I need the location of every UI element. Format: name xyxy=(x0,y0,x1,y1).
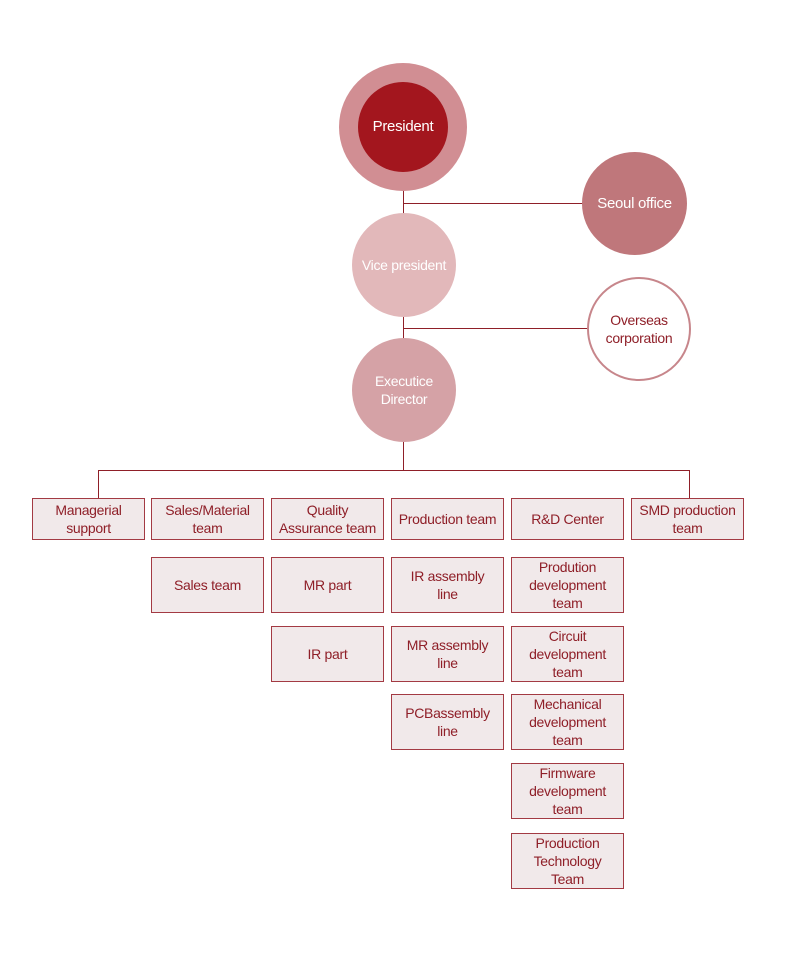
president-inner-circle: President xyxy=(358,82,448,172)
seoul-office-label: Seoul office xyxy=(597,194,672,212)
connector-president-director xyxy=(403,170,404,470)
sub-unit-circuit-development: Circuit development team xyxy=(511,626,624,682)
overseas-corporation-label: Overseas corporation xyxy=(605,312,673,346)
sub-unit-label: Prodution development team xyxy=(529,559,606,611)
sub-unit-prodution-development: Prodution development team xyxy=(511,557,624,613)
sub-unit-label: Sales team xyxy=(173,577,242,593)
sub-unit-mr-assembly-line: MR assembly line xyxy=(391,626,504,682)
sub-unit-production-technology: Production Technology Team xyxy=(511,833,624,889)
dept-quality-assurance: Quality Assurance team xyxy=(271,498,384,540)
dept-sales-material: Sales/Material team xyxy=(151,498,264,540)
connector-dept-6 xyxy=(689,470,690,498)
sub-unit-firmware-development: Firmware development team xyxy=(511,763,624,819)
dept-label: SMD production team xyxy=(639,502,736,536)
president-label: President xyxy=(372,118,434,135)
executive-director-label: Executice Director xyxy=(375,373,433,407)
sub-unit-label: Circuit development team xyxy=(529,628,606,680)
president-node: President xyxy=(339,63,467,191)
dept-label: Managerial support xyxy=(55,502,122,536)
seoul-office-node: Seoul office xyxy=(582,152,687,255)
sub-unit-pcb-assembly-line: PCBassembly line xyxy=(391,694,504,750)
vice-president-label: Vice president xyxy=(361,257,447,273)
sub-unit-label: PCBassembly line xyxy=(405,705,490,739)
sub-unit-label: Production Technology Team xyxy=(533,835,602,887)
connector-dept-1 xyxy=(98,470,99,498)
dept-label: R&D Center xyxy=(531,511,604,527)
sub-unit-ir-assembly-line: IR assembly line xyxy=(391,557,504,613)
sub-unit-ir-part: IR part xyxy=(271,626,384,682)
sub-unit-label: IR part xyxy=(307,646,348,662)
sub-unit-sales-team: Sales team xyxy=(151,557,264,613)
dept-production: Production team xyxy=(391,498,504,540)
sub-unit-label: MR part xyxy=(303,577,352,593)
sub-unit-label: Firmware development team xyxy=(529,765,606,817)
sub-unit-label: MR assembly line xyxy=(406,637,489,671)
vice-president-node: Vice president xyxy=(352,213,456,317)
connector-overseas xyxy=(403,328,593,329)
executive-director-node: Executice Director xyxy=(352,338,456,442)
sub-unit-mechanical-development: Mechanical development team xyxy=(511,694,624,750)
overseas-corporation-node: Overseas corporation xyxy=(587,277,691,381)
dept-label: Quality Assurance team xyxy=(279,502,376,536)
dept-smd-production: SMD production team xyxy=(631,498,744,540)
connector-seoul-office xyxy=(403,203,593,204)
sub-unit-mr-part: MR part xyxy=(271,557,384,613)
sub-unit-label: Mechanical development team xyxy=(529,696,606,748)
dept-label: Sales/Material team xyxy=(165,502,250,536)
dept-rd-center: R&D Center xyxy=(511,498,624,540)
dept-managerial-support: Managerial support xyxy=(32,498,145,540)
sub-unit-label: IR assembly line xyxy=(410,568,485,602)
dept-label: Production team xyxy=(398,511,497,527)
connector-department-bar xyxy=(98,470,690,471)
